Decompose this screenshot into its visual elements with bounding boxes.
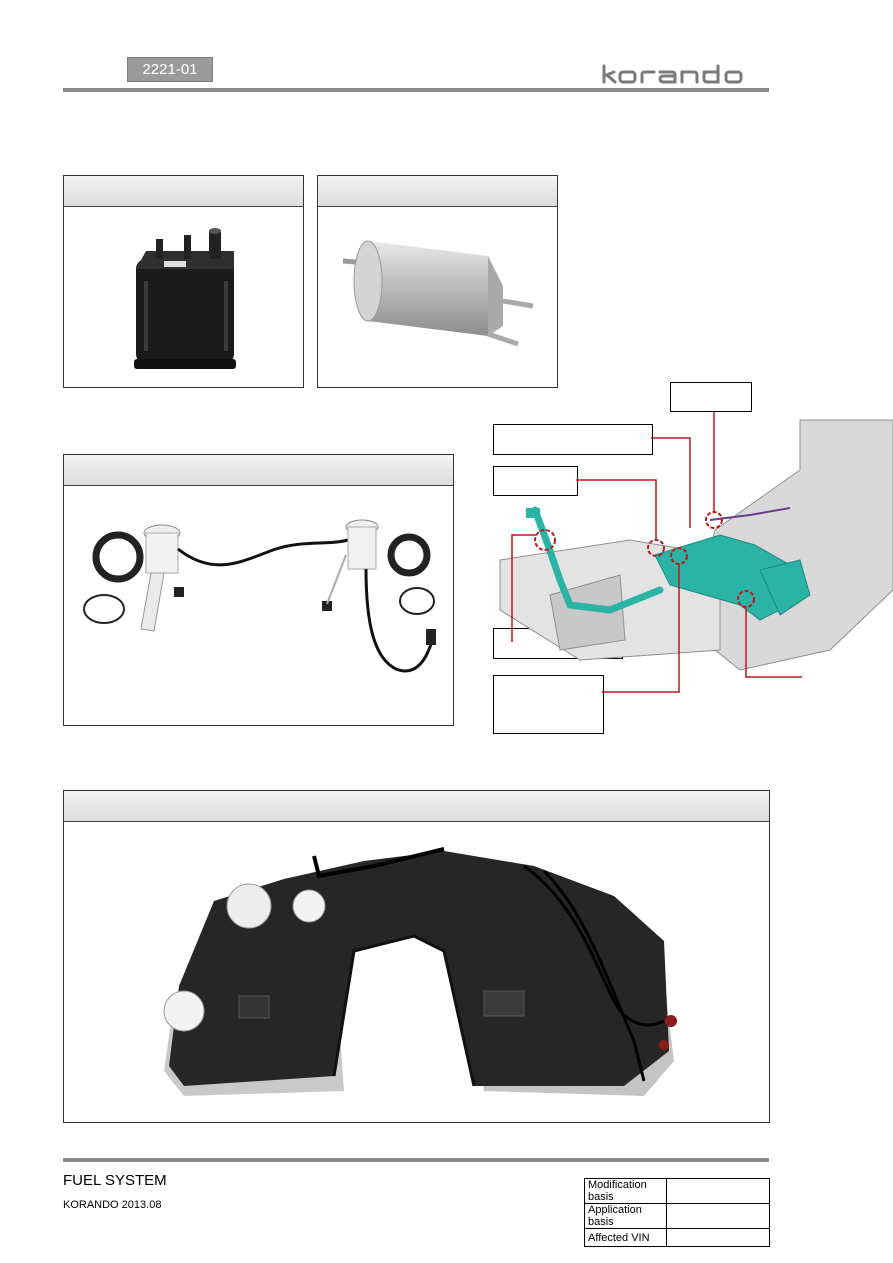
korando-logo: [602, 64, 743, 84]
table-value: [666, 1228, 770, 1247]
footer-rule: [63, 1158, 769, 1162]
vehicle-fuel-system-diagram: [499, 412, 893, 693]
section-code-badge: 2221-01: [127, 57, 213, 82]
footer-subtitle: KORANDO 2013.08: [63, 1199, 162, 1211]
table-row: Modification basis: [584, 1178, 770, 1204]
table-row: Application basis: [584, 1203, 770, 1229]
canister-panel: [63, 175, 304, 388]
callout-box: [493, 424, 653, 455]
table-row: Affected VIN: [584, 1228, 770, 1247]
fuel-filter-panel: [317, 175, 558, 388]
panel-header: [64, 791, 769, 822]
panel-header: [318, 176, 557, 207]
footer-title: FUEL SYSTEM: [63, 1172, 167, 1189]
callout-box: [493, 675, 604, 734]
panel-header: [64, 176, 303, 207]
charcoal-canister-image: [134, 228, 236, 369]
header-rule: [63, 88, 769, 92]
table-label: Affected VIN: [584, 1228, 667, 1247]
callout-box: [493, 466, 578, 496]
panel-header: [64, 455, 453, 486]
fuel-tank-panel: [63, 790, 770, 1123]
table-label: Modification basis: [584, 1178, 667, 1204]
table-value: [666, 1203, 770, 1229]
modification-table: Modification basis Application basis Aff…: [584, 1178, 770, 1247]
table-value: [666, 1178, 770, 1204]
table-label: Application basis: [584, 1203, 667, 1229]
fuel-filter-image: [342, 240, 534, 347]
fuel-pump-panel: [63, 454, 454, 726]
fuel-tank-image: [163, 847, 677, 1096]
fuel-pump-assemblies-image: [83, 519, 436, 673]
callout-box: [670, 382, 752, 412]
